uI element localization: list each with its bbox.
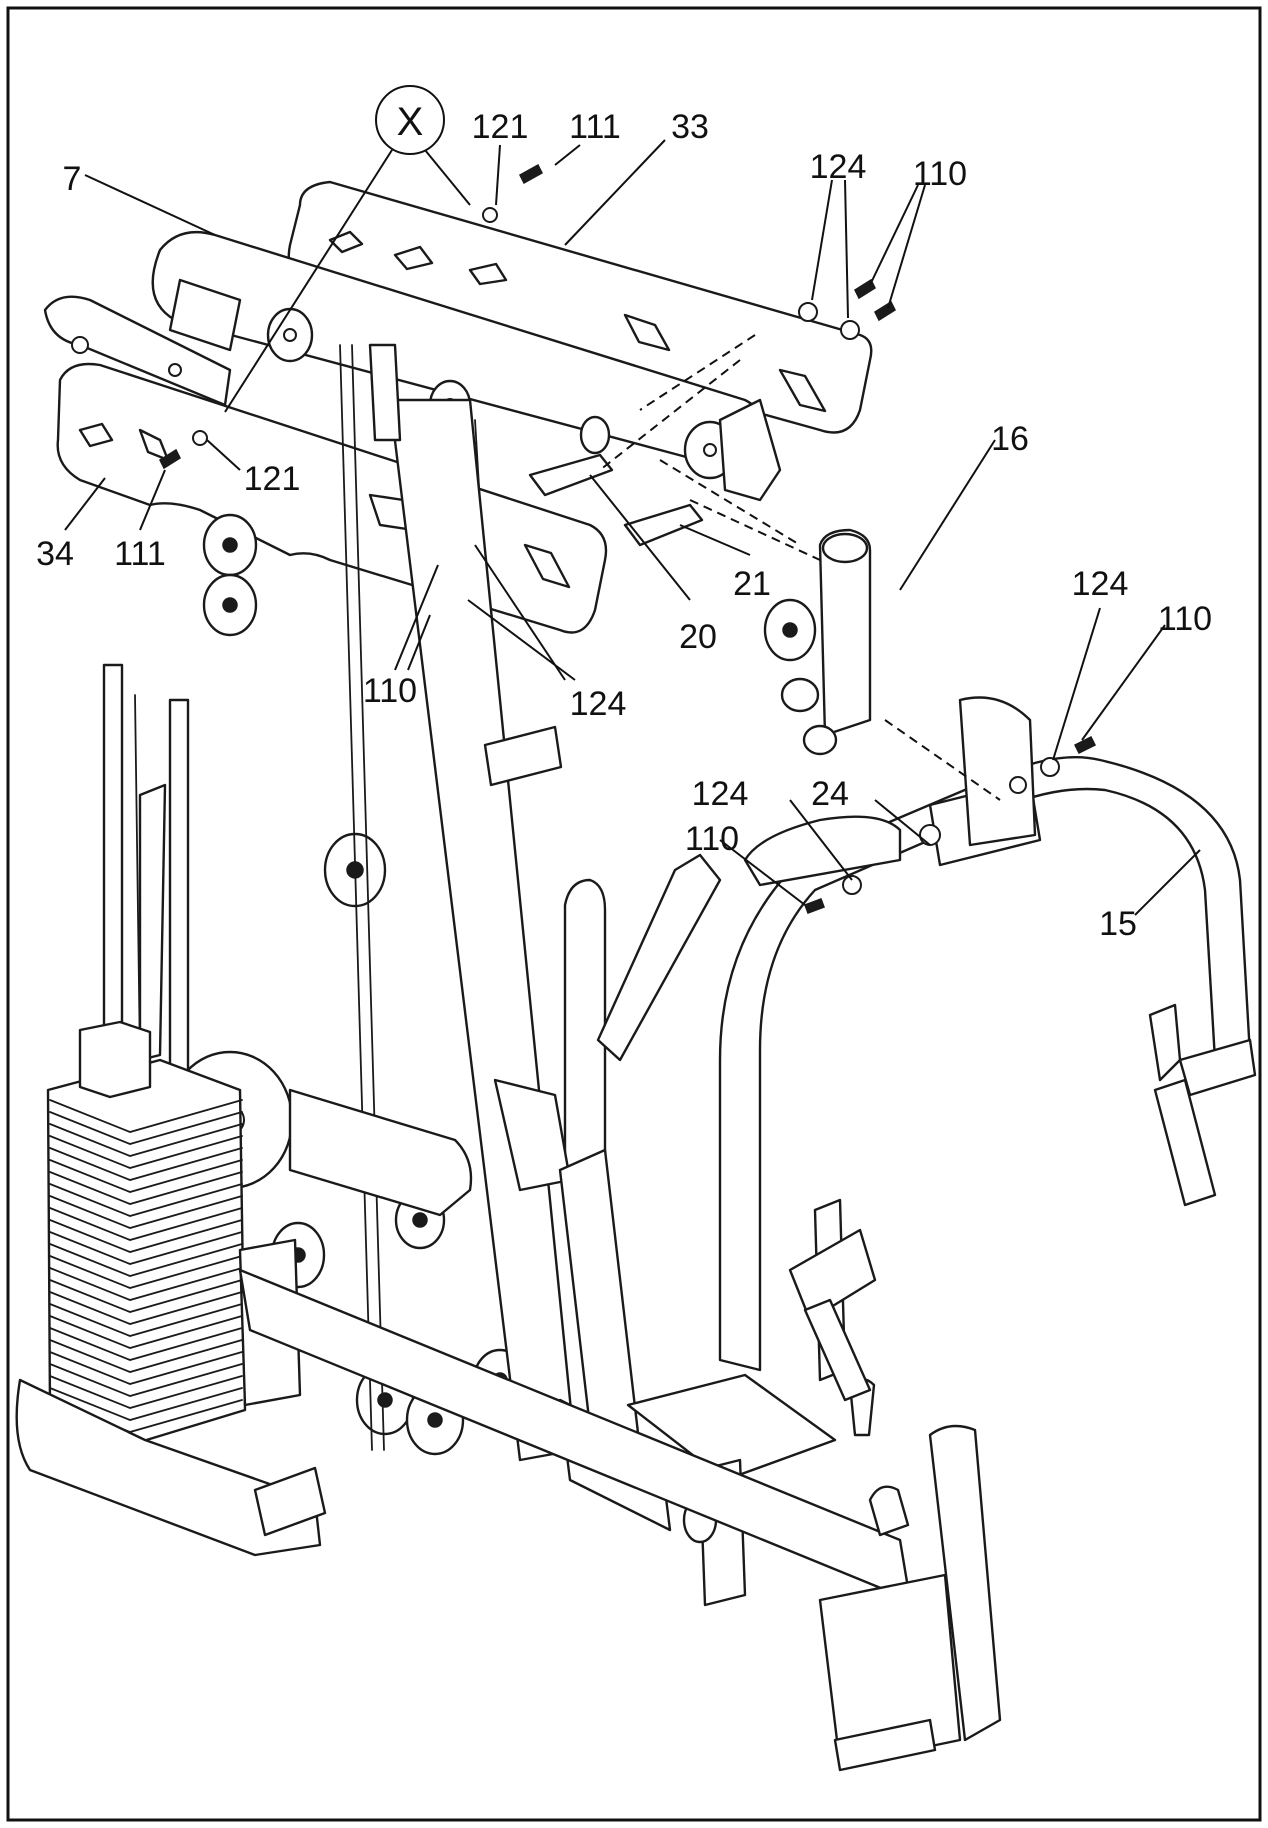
weight-plate	[49, 1255, 243, 1289]
callout-110-right: 110	[1158, 600, 1212, 638]
weight-plate	[49, 1183, 243, 1217]
weight-plate	[49, 1291, 243, 1325]
frame-15	[718, 696, 1257, 1402]
weight-plate	[49, 1135, 243, 1169]
diagram-border	[6, 6, 1262, 1822]
washer-121-top	[482, 207, 498, 223]
pin-21	[623, 503, 704, 547]
weight-plate	[49, 1243, 243, 1277]
weight-plate	[49, 1171, 243, 1205]
weight-plate	[49, 1339, 243, 1373]
x-marker-circle	[375, 85, 445, 155]
callout-124-right: 124	[1072, 565, 1129, 603]
bracket-16	[528, 398, 872, 756]
weight-plate	[49, 1219, 243, 1253]
leg-developer	[818, 1573, 962, 1767]
washer-124-right	[1040, 757, 1060, 777]
cable-bracket	[483, 725, 563, 787]
weight-plate	[49, 1315, 243, 1349]
weight-plate	[49, 1231, 243, 1265]
bolt-110-low	[804, 898, 825, 914]
washer-124-low	[842, 875, 862, 895]
callout-15: 15	[1099, 905, 1137, 943]
weight-plate	[49, 1207, 243, 1241]
weight-plate	[49, 1267, 243, 1301]
callout-124-top: 124	[810, 148, 867, 186]
weight-plate	[49, 1111, 243, 1145]
callout-34: 34	[36, 535, 74, 573]
pin-24	[743, 815, 902, 887]
callout-16: 16	[991, 420, 1029, 458]
alignment-lines	[599, 334, 1001, 801]
seat-post	[563, 878, 607, 1172]
weight-plate	[49, 1123, 243, 1157]
callouts: X 121 111 33 7 124 110 121 34 111 16 21 …	[36, 85, 1212, 943]
weight-plate	[49, 1327, 243, 1361]
callout-20: 20	[679, 618, 717, 656]
callout-33: 33	[671, 108, 709, 146]
weight-plate	[49, 1303, 243, 1337]
weight-plate	[49, 1279, 243, 1313]
callout-110-low: 110	[685, 820, 739, 858]
base-rail	[238, 1268, 1002, 1772]
bolt-110-right	[1073, 735, 1097, 755]
pin-20	[528, 453, 614, 497]
weight-plate	[49, 1195, 243, 1229]
weight-plate	[49, 1351, 243, 1385]
callout-121-top: 121	[472, 108, 529, 146]
callout-110-mid: 110	[363, 672, 417, 710]
leader-lines	[64, 139, 1201, 916]
callout-7: 7	[63, 160, 82, 198]
callout-110-top: 110	[913, 155, 967, 193]
uprights	[102, 343, 577, 1462]
weight-plate	[49, 1387, 243, 1421]
callout-121-left: 121	[244, 460, 301, 498]
callout-x: X	[397, 100, 424, 144]
callout-124-low: 124	[692, 775, 749, 813]
upper-frame-assembly	[43, 163, 896, 634]
weight-plate	[49, 1147, 243, 1181]
weight-plate	[49, 1363, 243, 1397]
stack-base	[15, 1378, 322, 1557]
weight-plate	[49, 1159, 243, 1193]
callout-111-top: 111	[569, 108, 621, 146]
callout-124-mid: 124	[570, 685, 627, 723]
weight-plate	[49, 1375, 243, 1409]
callout-21: 21	[733, 565, 771, 603]
bolt-111-left	[159, 448, 181, 470]
callout-24: 24	[811, 775, 849, 813]
weight-plate	[49, 1099, 243, 1133]
callout-111-left: 111	[114, 535, 166, 573]
washer-121-left	[192, 430, 208, 446]
bolt-111-top	[519, 163, 543, 185]
